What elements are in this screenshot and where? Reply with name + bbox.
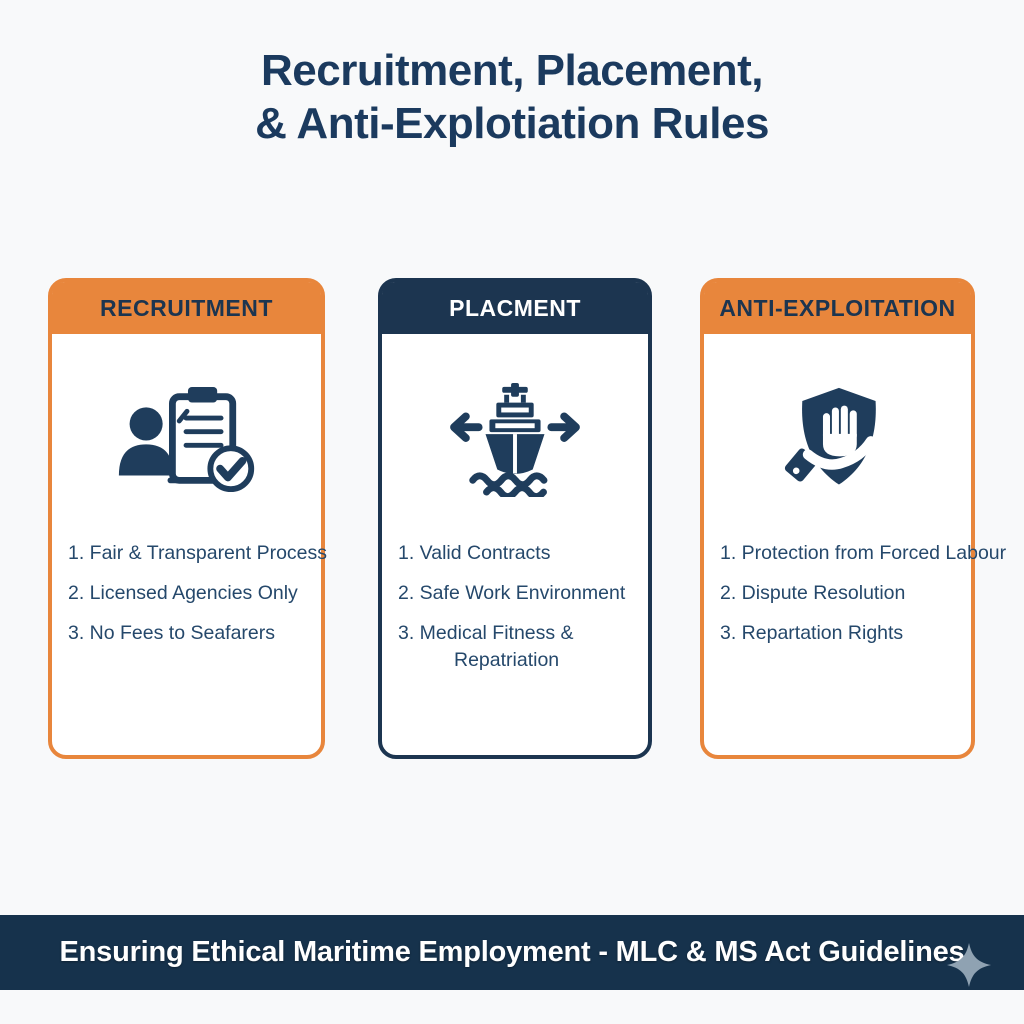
list-item: 2. Safe Work Environment bbox=[398, 582, 626, 604]
ship-transfer-arrows-icon bbox=[382, 382, 648, 497]
shield-hand-protection-icon bbox=[704, 382, 971, 496]
list-item: 3. Medical Fitness & Repatriation bbox=[398, 622, 574, 671]
list-item: 1. Fair & Transparent Process bbox=[68, 542, 328, 564]
person-clipboard-check-icon bbox=[52, 382, 321, 496]
page-title: Recruitment, Placement, & Anti-Explotiat… bbox=[0, 44, 1024, 150]
recruitment-rules-list: 1. Fair & Transparent Process 2. License… bbox=[52, 540, 328, 647]
list-item: 2. Licensed Agencies Only bbox=[68, 582, 298, 604]
footer-banner-text: Ensuring Ethical Maritime Employment - M… bbox=[59, 936, 965, 968]
card-anti-exploitation-header: ANTI-EXPLOITATION bbox=[704, 282, 971, 334]
four-point-sparkle-icon bbox=[946, 942, 992, 988]
card-placement: PLACMENT bbox=[378, 278, 652, 759]
list-item: 1. Protection from Forced Labour bbox=[720, 542, 1007, 564]
list-item: 2. Dispute Resolution bbox=[720, 582, 906, 604]
list-item: 3. Repartation Rights bbox=[720, 622, 904, 644]
card-recruitment: RECRUITMENT 1. Fair & Transparent Proces bbox=[48, 278, 328, 759]
list-item: 3. No Fees to Seafarers bbox=[68, 622, 276, 644]
card-recruitment-header: RECRUITMENT bbox=[52, 282, 321, 334]
card-anti-exploitation: ANTI-EXPLOITATION 1. Protection fr bbox=[700, 278, 1007, 759]
page-title-line-2: & Anti-Explotiation Rules bbox=[255, 99, 769, 148]
list-item: 1. Valid Contracts bbox=[398, 542, 551, 564]
page-title-line-1: Recruitment, Placement, bbox=[261, 46, 764, 95]
anti-exploitation-rules-list: 1. Protection from Forced Labour 2. Disp… bbox=[704, 540, 1007, 647]
card-placement-header: PLACMENT bbox=[382, 282, 648, 334]
placement-rules-list: 1. Valid Contracts 2. Safe Work Environm… bbox=[382, 540, 648, 674]
footer-banner: Ensuring Ethical Maritime Employment - M… bbox=[0, 915, 1024, 990]
